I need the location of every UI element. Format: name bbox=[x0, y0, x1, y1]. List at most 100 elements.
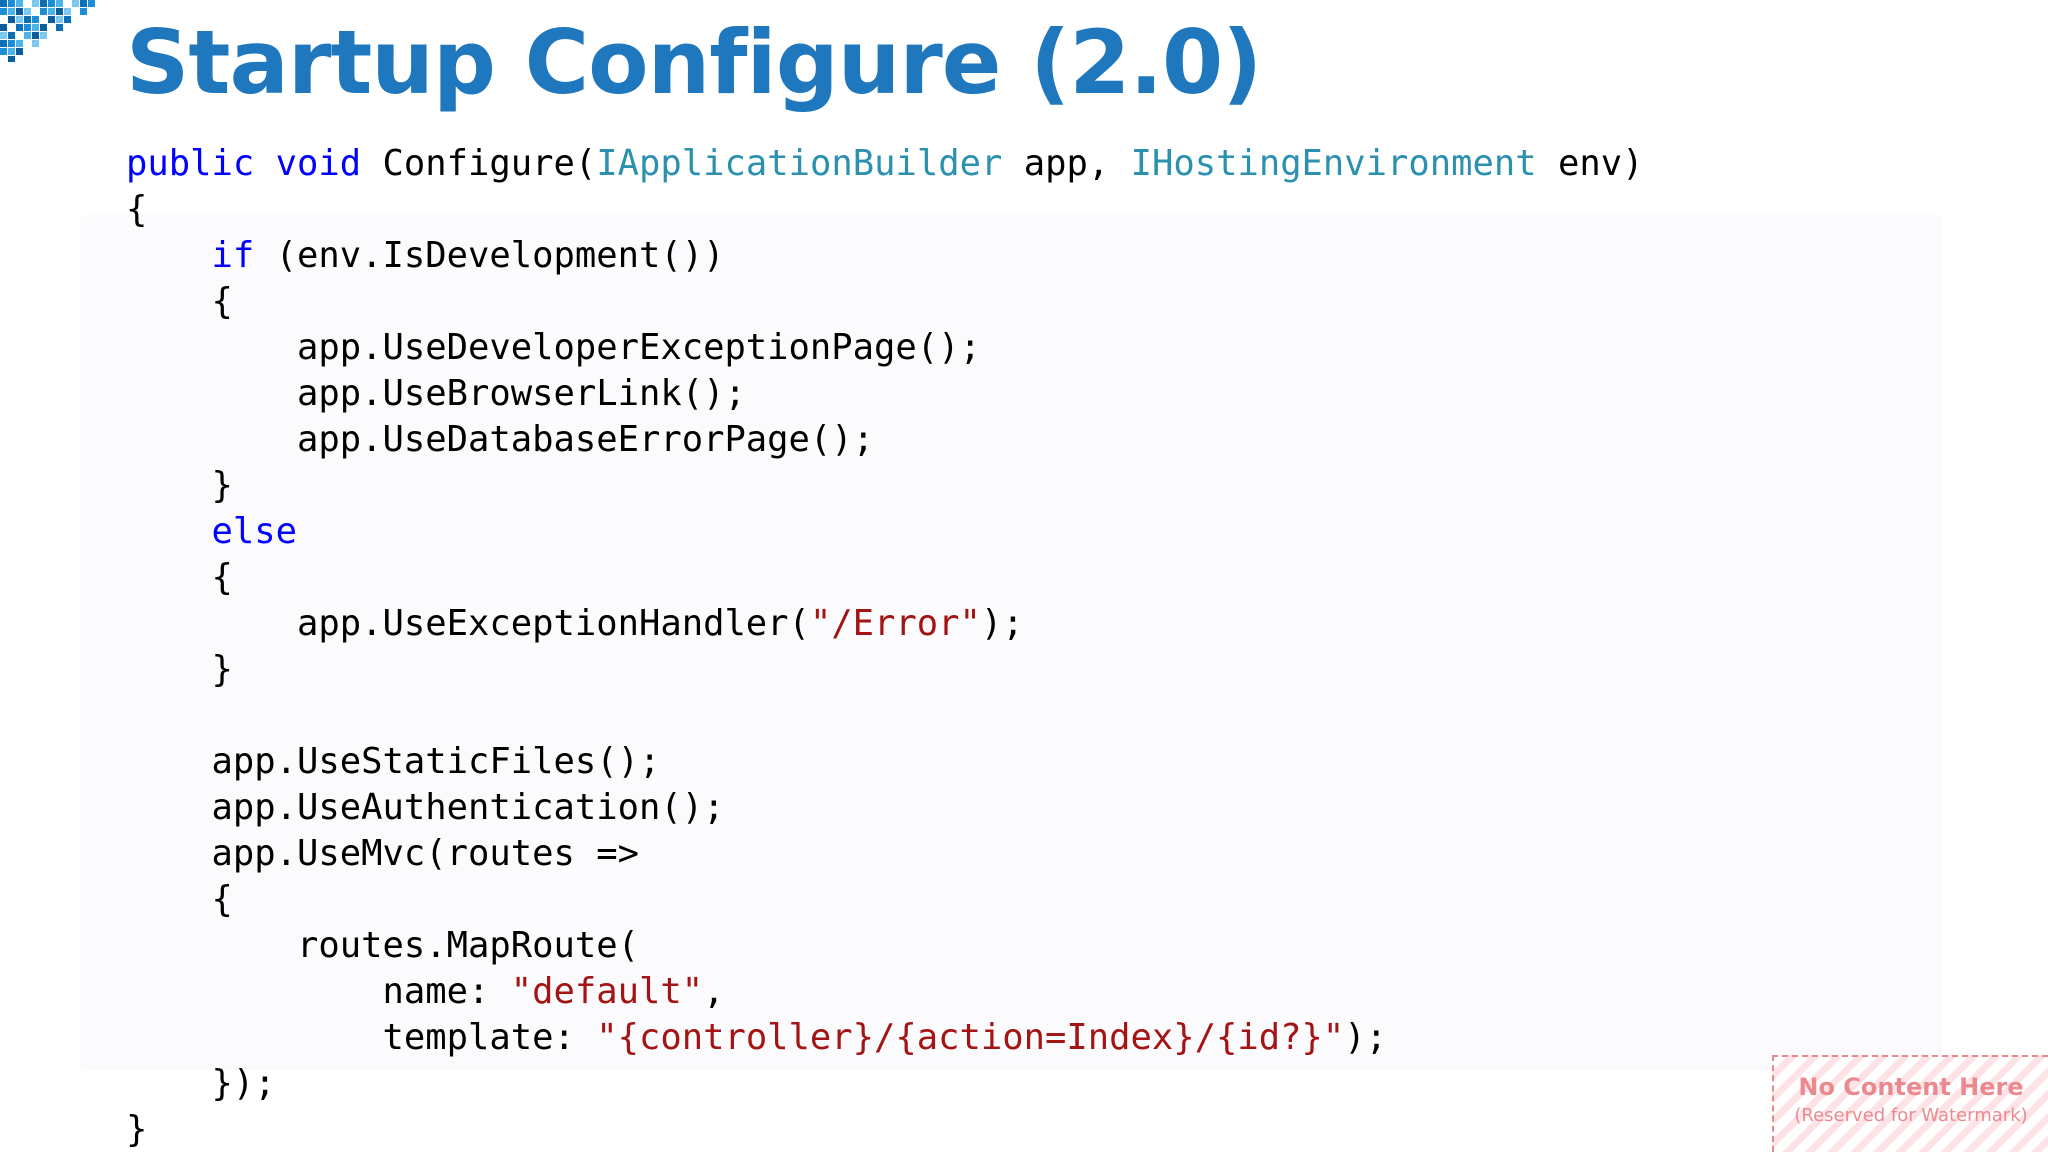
code-token-str: "/Error" bbox=[809, 603, 981, 644]
logo-pixel bbox=[24, 8, 31, 15]
code-token: } bbox=[126, 649, 233, 690]
code-token: app, bbox=[1002, 143, 1131, 184]
logo-pixel bbox=[8, 8, 15, 15]
logo-pixel bbox=[24, 32, 31, 39]
code-token: { bbox=[126, 189, 148, 230]
logo-pixel bbox=[16, 16, 23, 23]
code-token: routes.MapRoute( bbox=[126, 925, 639, 966]
logo-pixel bbox=[80, 8, 87, 15]
corner-pixel-logo bbox=[0, 0, 95, 62]
logo-pixel bbox=[64, 16, 71, 23]
logo-pixel bbox=[56, 16, 63, 23]
logo-pixel bbox=[16, 0, 23, 7]
logo-pixel bbox=[8, 16, 15, 23]
code-token bbox=[126, 235, 212, 276]
logo-pixel bbox=[32, 24, 39, 31]
code-line: app.UseDeveloperExceptionPage(); bbox=[126, 325, 1644, 371]
code-line: app.UseMvc(routes => bbox=[126, 831, 1644, 877]
code-line: app.UseBrowserLink(); bbox=[126, 371, 1644, 417]
code-line bbox=[126, 693, 1644, 739]
logo-pixel bbox=[48, 16, 55, 23]
logo-pixel bbox=[0, 32, 7, 39]
code-token: { bbox=[126, 281, 233, 322]
logo-pixel bbox=[16, 48, 23, 55]
code-token: } bbox=[126, 1109, 148, 1150]
logo-pixel bbox=[0, 48, 7, 55]
code-token: ); bbox=[1344, 1017, 1388, 1058]
code-line: if (env.IsDevelopment()) bbox=[126, 233, 1644, 279]
code-token-kw: if bbox=[211, 235, 255, 276]
code-token: app.UseMvc(routes => bbox=[126, 833, 639, 874]
logo-pixel bbox=[16, 24, 23, 31]
code-token bbox=[254, 143, 275, 184]
code-token: name: bbox=[126, 971, 511, 1012]
logo-pixel bbox=[80, 0, 87, 7]
code-line: } bbox=[126, 647, 1644, 693]
logo-pixel bbox=[16, 40, 23, 47]
logo-pixel bbox=[32, 32, 39, 39]
logo-pixel bbox=[72, 0, 79, 7]
slide-title: Startup Configure (2.0) bbox=[126, 11, 1262, 114]
logo-pixel bbox=[32, 40, 39, 47]
logo-pixel bbox=[56, 0, 63, 7]
code-token: app.UseDatabaseErrorPage(); bbox=[126, 419, 875, 460]
logo-pixel bbox=[16, 8, 23, 15]
code-token: app.UseDeveloperExceptionPage(); bbox=[126, 327, 981, 368]
logo-pixel bbox=[0, 0, 7, 7]
code-panel bbox=[80, 215, 1942, 1070]
logo-pixel bbox=[48, 8, 55, 15]
logo-pixel bbox=[0, 8, 7, 15]
code-line: name: "default", bbox=[126, 969, 1644, 1015]
code-line: }); bbox=[126, 1061, 1644, 1107]
code-token-kw: else bbox=[211, 511, 298, 552]
watermark-subtitle: (Reserved for Watermark) bbox=[1794, 1105, 2028, 1126]
logo-pixel bbox=[0, 24, 7, 31]
code-token: ); bbox=[980, 603, 1024, 644]
code-line: template: "{controller}/{action=Index}/{… bbox=[126, 1015, 1644, 1061]
logo-pixel bbox=[48, 0, 55, 7]
code-line: { bbox=[126, 555, 1644, 601]
logo-pixel bbox=[40, 0, 47, 7]
code-line: } bbox=[126, 1107, 1644, 1153]
logo-pixel bbox=[8, 48, 15, 55]
logo-pixel bbox=[40, 24, 47, 31]
code-token: }); bbox=[126, 1063, 276, 1104]
code-token bbox=[126, 511, 212, 552]
logo-pixel bbox=[24, 16, 31, 23]
code-token: app.UseAuthentication(); bbox=[126, 787, 725, 828]
code-line: { bbox=[126, 279, 1644, 325]
logo-pixel bbox=[88, 0, 95, 7]
code-token-kw: void bbox=[275, 143, 362, 184]
code-token-kw: public bbox=[126, 143, 255, 184]
code-line: app.UseStaticFiles(); bbox=[126, 739, 1644, 785]
logo-pixel bbox=[8, 40, 15, 47]
logo-pixel bbox=[8, 56, 15, 62]
logo-pixel bbox=[40, 32, 47, 39]
logo-pixel bbox=[40, 8, 47, 15]
logo-pixel bbox=[56, 8, 63, 15]
code-block: public void Configure(IApplicationBuilde… bbox=[126, 141, 1644, 1153]
logo-pixel bbox=[32, 0, 39, 7]
code-token-str: "default" bbox=[510, 971, 704, 1012]
code-token: env) bbox=[1536, 143, 1644, 184]
code-line: app.UseDatabaseErrorPage(); bbox=[126, 417, 1644, 463]
code-line: app.UseAuthentication(); bbox=[126, 785, 1644, 831]
code-token: app.UseExceptionHandler( bbox=[126, 603, 810, 644]
code-line: routes.MapRoute( bbox=[126, 923, 1644, 969]
code-token: (env.IsDevelopment()) bbox=[254, 235, 725, 276]
code-line: public void Configure(IApplicationBuilde… bbox=[126, 141, 1644, 187]
logo-pixel bbox=[24, 24, 31, 31]
code-token-type: IApplicationBuilder bbox=[596, 143, 1003, 184]
logo-pixel bbox=[64, 8, 71, 15]
code-line: { bbox=[126, 187, 1644, 233]
code-token: app.UseStaticFiles(); bbox=[126, 741, 661, 782]
logo-pixel bbox=[8, 32, 15, 39]
watermark-placeholder: No Content Here (Reserved for Watermark) bbox=[1772, 1055, 2048, 1152]
logo-pixel bbox=[32, 16, 39, 23]
code-line: app.UseExceptionHandler("/Error"); bbox=[126, 601, 1644, 647]
code-token: } bbox=[126, 465, 233, 506]
watermark-title: No Content Here bbox=[1798, 1073, 2024, 1101]
code-token-str: "{controller}/{action=Index}/{id?}" bbox=[596, 1017, 1345, 1058]
code-token-type: IHostingEnvironment bbox=[1130, 143, 1537, 184]
code-token: , bbox=[703, 971, 725, 1012]
